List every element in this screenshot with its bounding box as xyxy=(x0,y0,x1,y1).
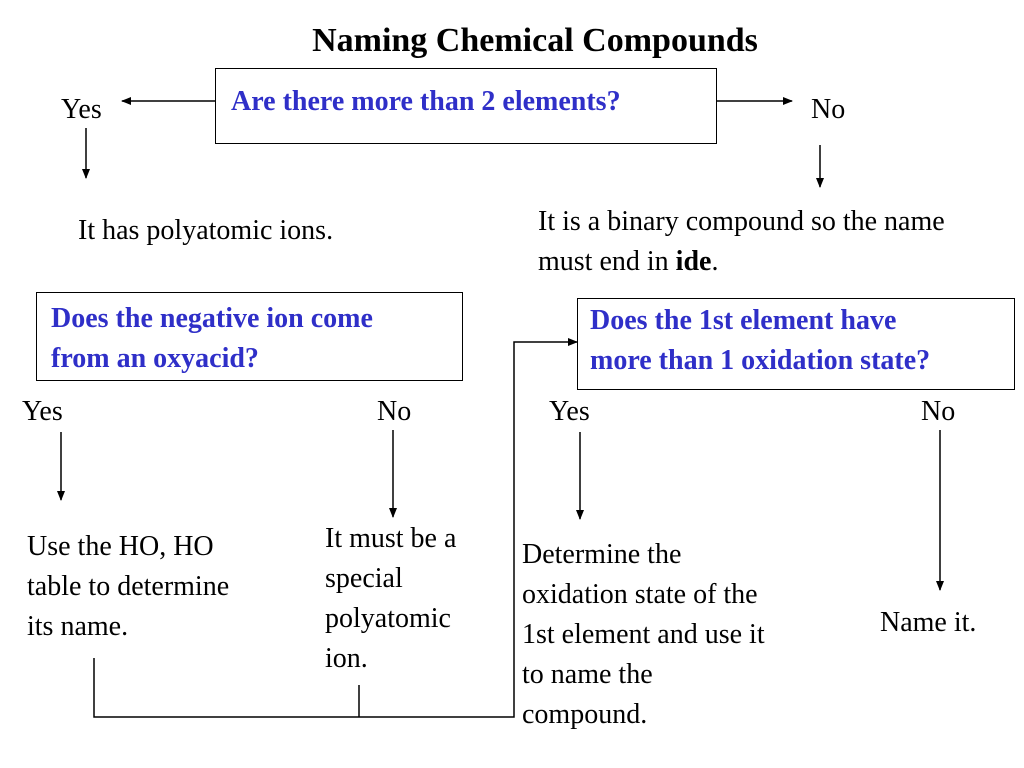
ho-table-text: Use the HO, HO table to determine its na… xyxy=(27,527,229,647)
name-it-text: Name it. xyxy=(880,607,977,638)
text-line: its name. xyxy=(27,611,129,642)
q1-yes-label: Yes xyxy=(61,94,102,125)
q1-no-label: No xyxy=(811,94,846,125)
q2-yes-label: Yes xyxy=(22,396,63,427)
question-box-more-than-2-elements: Are there more than 2 elements? xyxy=(215,68,717,144)
text-line: ion. xyxy=(325,643,368,674)
question-line: from an oxyacid? xyxy=(51,343,259,374)
binary-text-bold: ide xyxy=(675,246,712,277)
question-box-oxidation-state: Does the 1st element have more than 1 ox… xyxy=(577,298,1015,390)
question-line: more than 1 oxidation state? xyxy=(590,345,931,376)
binary-text-end: . xyxy=(711,246,719,277)
q2-no-label: No xyxy=(377,396,412,427)
binary-text-main: It is a binary compound so the name must… xyxy=(538,206,945,277)
q3-no-label: No xyxy=(921,396,956,427)
binary-compound-text: It is a binary compound so the name must… xyxy=(538,202,978,282)
question-box-oxyacid: Does the negative ion come from an oxyac… xyxy=(36,292,463,381)
question-text: Does the negative ion come from an oxyac… xyxy=(51,299,373,379)
question-line: Does the 1st element have xyxy=(590,305,897,336)
determine-oxidation-text: Determine the oxidation state of the 1st… xyxy=(522,535,765,735)
q3-yes-label: Yes xyxy=(549,396,590,427)
question-line: Does the negative ion come xyxy=(51,303,373,334)
polyatomic-ions-text: It has polyatomic ions. xyxy=(78,215,334,246)
text-line: to name the xyxy=(522,659,653,690)
text-line: oxidation state of the xyxy=(522,579,758,610)
text-line: compound. xyxy=(522,699,648,730)
text-line: 1st element and use it xyxy=(522,619,765,650)
text-line: table to determine xyxy=(27,571,230,602)
diagram-title: Naming Chemical Compounds xyxy=(312,22,758,59)
join-line xyxy=(93,338,578,718)
special-polyatomic-text: It must be a special polyatomic ion. xyxy=(325,519,456,679)
text-line: special xyxy=(325,563,403,594)
text-line: It must be a xyxy=(325,523,457,554)
question-text: Does the 1st element have more than 1 ox… xyxy=(590,301,930,381)
text-line: Use the HO, HO xyxy=(27,531,214,562)
text-line: Determine the xyxy=(522,539,682,570)
text-line: polyatomic xyxy=(325,603,451,634)
question-text: Are there more than 2 elements? xyxy=(231,86,621,117)
